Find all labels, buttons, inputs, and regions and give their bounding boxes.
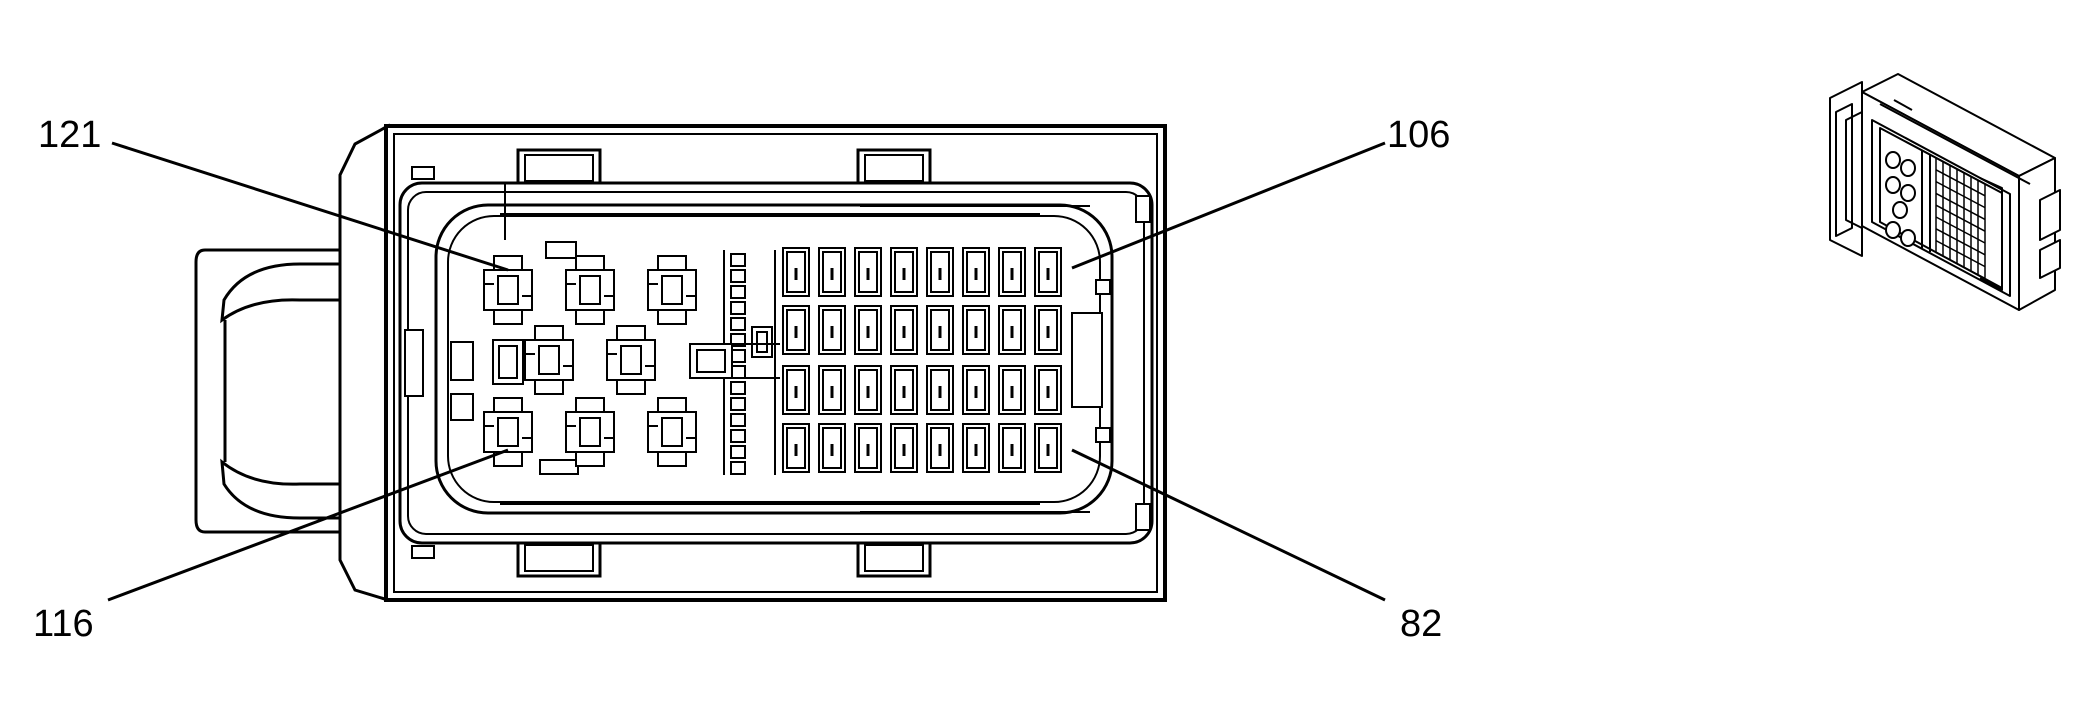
side-cavity bbox=[492, 339, 524, 385]
signal-cavity bbox=[962, 423, 990, 473]
signal-cavity bbox=[926, 365, 954, 415]
signal-cavity bbox=[998, 423, 1026, 473]
signal-cavity bbox=[998, 247, 1026, 297]
signal-cavity bbox=[818, 247, 846, 297]
signal-cavity bbox=[818, 305, 846, 355]
strip-cell bbox=[730, 349, 746, 363]
signal-cavity bbox=[962, 365, 990, 415]
thumb-grid-row bbox=[1935, 251, 1986, 280]
signal-cavity bbox=[926, 305, 954, 355]
strip-cell bbox=[730, 397, 746, 411]
leader-line-82 bbox=[1071, 448, 1386, 602]
thumb-grid-row bbox=[1935, 180, 1986, 209]
strip-cell bbox=[730, 285, 746, 299]
signal-cavity bbox=[890, 365, 918, 415]
large-cavity bbox=[565, 397, 615, 467]
signal-cavity bbox=[890, 423, 918, 473]
center-keys bbox=[689, 326, 780, 379]
leader-lines bbox=[107, 141, 1386, 602]
strip-cell bbox=[730, 365, 746, 379]
leader-line-121 bbox=[111, 141, 509, 272]
signal-cavity bbox=[1034, 247, 1062, 297]
thumb-grid-row bbox=[1935, 192, 1986, 221]
signal-cavity bbox=[782, 247, 810, 297]
signal-cavity bbox=[782, 365, 810, 415]
small-terminal-cavities bbox=[782, 247, 1062, 473]
callout-82: 82 bbox=[1400, 603, 1442, 645]
strip-cell bbox=[730, 413, 746, 427]
thumb-grid-row bbox=[1935, 157, 1986, 185]
signal-cavity bbox=[1034, 365, 1062, 415]
callout-116: 116 bbox=[33, 603, 94, 645]
thumb-power-cavity bbox=[1885, 151, 1901, 169]
strip-cell bbox=[730, 429, 746, 443]
large-cavity bbox=[483, 255, 533, 325]
strip-cell bbox=[730, 461, 746, 475]
signal-cavity bbox=[1034, 305, 1062, 355]
thumb-grid-row bbox=[1935, 228, 1986, 256]
signal-cavity bbox=[854, 247, 882, 297]
signal-cavity bbox=[890, 305, 918, 355]
large-cavity bbox=[647, 255, 697, 325]
divider-strip bbox=[730, 253, 746, 475]
thumb-power-cavity bbox=[1900, 184, 1916, 202]
thumb-power-cavity bbox=[1885, 221, 1901, 239]
signal-cavity bbox=[782, 305, 810, 355]
signal-cavity bbox=[998, 365, 1026, 415]
signal-cavity bbox=[818, 365, 846, 415]
connector-isometric-thumbnail bbox=[1829, 73, 2061, 311]
signal-cavity bbox=[926, 247, 954, 297]
signal-cavity bbox=[854, 423, 882, 473]
large-cavity bbox=[647, 397, 697, 467]
strip-cell bbox=[730, 253, 746, 267]
strip-cell bbox=[730, 301, 746, 315]
strip-cell bbox=[730, 317, 746, 331]
signal-cavity bbox=[890, 247, 918, 297]
signal-cavity bbox=[818, 423, 846, 473]
large-terminal-cavities bbox=[483, 255, 697, 467]
housing-tab-outlines bbox=[524, 154, 924, 572]
strip-cell bbox=[730, 269, 746, 283]
large-cavity bbox=[606, 325, 656, 395]
large-cavity bbox=[565, 255, 615, 325]
thumb-power-cavity bbox=[1900, 229, 1916, 247]
signal-cavity bbox=[926, 423, 954, 473]
connector-latch bbox=[194, 248, 362, 534]
signal-cavity bbox=[854, 365, 882, 415]
strip-cell bbox=[730, 381, 746, 395]
large-cavity bbox=[524, 325, 574, 395]
strip-cell bbox=[730, 445, 746, 459]
leader-line-116 bbox=[107, 448, 509, 602]
thumb-grid-row bbox=[1935, 239, 1986, 268]
signal-cavity bbox=[1034, 423, 1062, 473]
callout-121: 121 bbox=[38, 114, 101, 156]
thumb-power-cavity bbox=[1892, 201, 1908, 219]
callout-106: 106 bbox=[1387, 114, 1450, 156]
thumbnail-power-cavities bbox=[1885, 151, 1916, 247]
thumb-grid-row bbox=[1935, 204, 1986, 232]
signal-cavity bbox=[962, 247, 990, 297]
signal-cavity bbox=[782, 423, 810, 473]
thumb-power-cavity bbox=[1885, 176, 1901, 194]
signal-cavity bbox=[962, 305, 990, 355]
large-cavity bbox=[483, 397, 533, 467]
thumbnail-signal-grid bbox=[1935, 157, 1986, 280]
thumb-grid-row bbox=[1935, 169, 1986, 197]
thumb-grid-row bbox=[1935, 216, 1986, 244]
thumb-power-cavity bbox=[1900, 159, 1916, 177]
leader-line-106 bbox=[1071, 141, 1386, 270]
signal-cavity bbox=[998, 305, 1026, 355]
signal-cavity bbox=[854, 305, 882, 355]
